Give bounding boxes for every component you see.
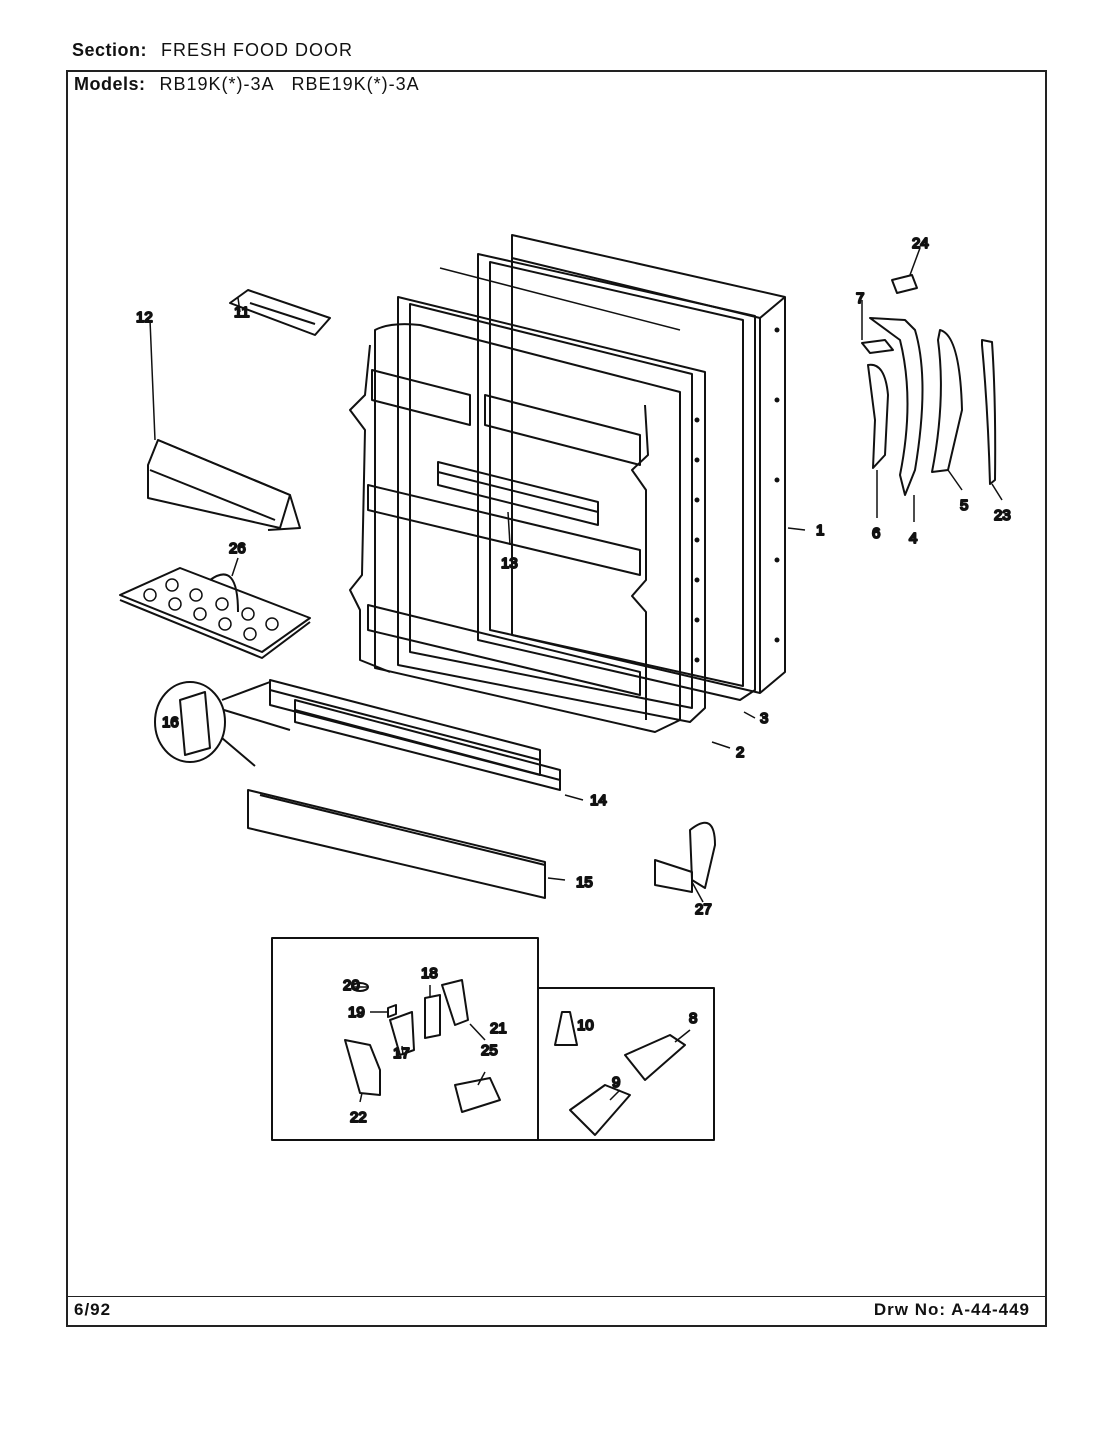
part-3-door-gasket [477,253,756,701]
part-5-trim [931,329,963,473]
section-value: FRESH FOOD DOOR [161,40,354,60]
part-15-door-bar [247,789,546,899]
callout-11: 11 [234,304,250,321]
callout-14: 14 [590,792,607,809]
models-label: Models: [74,74,146,94]
callout-2: 2 [736,744,744,761]
callout-22: 22 [350,1109,367,1126]
callout-24: 24 [912,235,929,252]
callout-13: 13 [501,555,518,572]
callout-18: 18 [421,965,438,982]
door-liner-shelves [349,267,681,733]
callout-1: 1 [816,522,824,539]
callout-23: 23 [994,507,1011,524]
leader-lines [149,247,1003,1103]
section-label: Section: [72,40,148,60]
part-27-handle-bracket [654,821,716,893]
callout-12: 12 [136,309,153,326]
part-2-inner-liner [397,296,780,723]
callout-4: 4 [909,530,917,547]
models-heading: Models: RB19K(*)-3A RBE19K(*)-3A [74,74,420,95]
callout-27: 27 [695,901,712,918]
part-14-door-bars [269,679,561,791]
part-13-shelf-bar [437,461,599,526]
footer-date: 6/92 [74,1300,112,1319]
part-16-bar-end-detail [154,681,291,767]
part-23-trim-strip [981,339,997,485]
callout-20: 20 [343,977,360,994]
callout-19: 19 [348,1004,365,1021]
section-heading: Section: FRESH FOOD DOOR [72,40,353,61]
part-4-hinge [869,317,924,496]
callout-16: 16 [162,714,179,731]
callout-5: 5 [960,497,968,514]
part-1-outer-door-panel [511,234,786,694]
callout-17: 17 [393,1045,410,1062]
callout-25: 25 [481,1042,498,1059]
part-11-lid [229,289,331,336]
part-7-hinge-plate [861,339,894,354]
footer-divider [66,1296,1047,1297]
callout-3: 3 [760,710,768,727]
callout-21: 21 [490,1020,507,1037]
footer-drawing-number: Drw No: A-44-449 [873,1300,1030,1319]
part-24-cap [891,274,918,294]
callout-8: 8 [689,1010,697,1027]
models-value: RB19K(*)-3A RBE19K(*)-3A [159,74,420,94]
callout-10: 10 [577,1017,594,1034]
part-26-egg-tray [119,567,311,659]
part-6-hinge-pin [867,363,889,469]
drawing-frame [66,70,1047,1327]
callout-26: 26 [229,540,246,557]
callout-9: 9 [612,1074,620,1091]
callout-7: 7 [856,290,864,307]
hardware-inset-left [271,937,539,1141]
part-12-dairy-compartment [147,439,301,531]
hardware-inset-right [537,987,715,1141]
callout-6: 6 [872,525,880,542]
callout-15: 15 [576,874,593,891]
